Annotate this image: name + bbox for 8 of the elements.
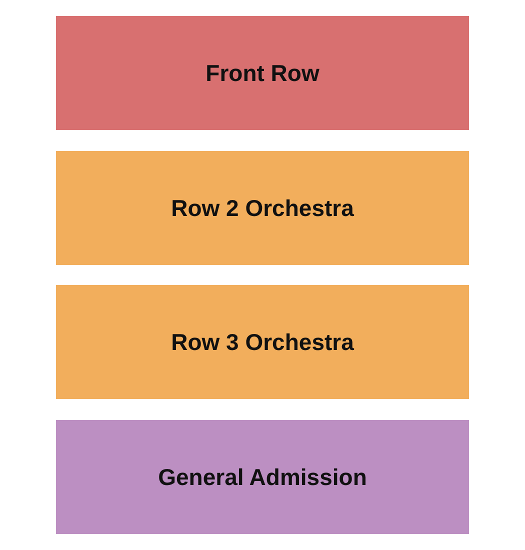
seating-section [56,420,469,534]
section-label: General Admission [158,464,367,490]
seating-section [56,16,469,130]
section-label: Row 3 Orchestra [171,328,354,356]
seating-section [56,151,469,265]
seating-section [56,285,469,399]
section-label: Row 2 Orchestra [171,194,354,222]
section-label: Front Row [206,60,320,86]
